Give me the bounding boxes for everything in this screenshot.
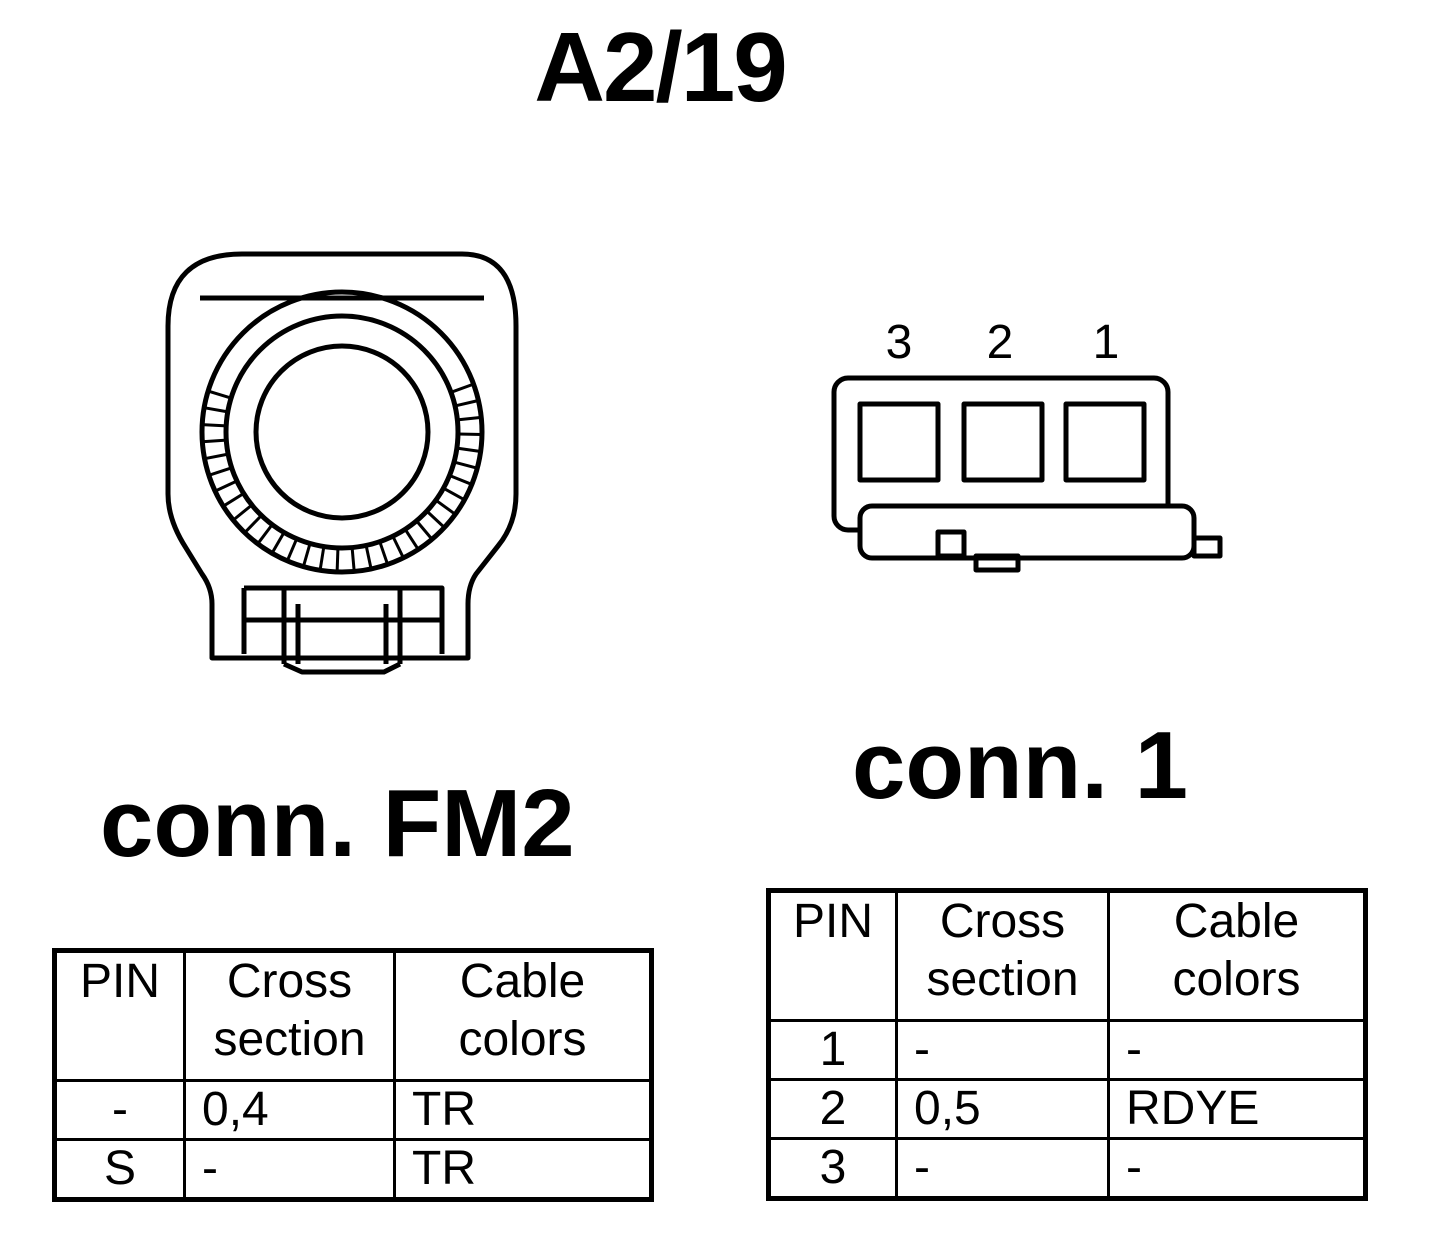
knurl-tick: [208, 466, 233, 477]
cell-pin: S: [53, 1138, 186, 1201]
knurl-tick: [232, 503, 253, 522]
cell-cross-section: -: [895, 1019, 1110, 1081]
pin-cavity-2: [961, 401, 1045, 483]
cell-pin: 2: [767, 1078, 898, 1140]
knurl-tick: [350, 547, 356, 572]
knurl-tick: [222, 492, 245, 508]
knurl-tick: [214, 479, 238, 493]
cell-cross-section: -: [183, 1138, 396, 1201]
knurl-tick: [415, 519, 434, 541]
table-row: - 0,4 TR: [53, 1079, 653, 1141]
conn1-pin-numbers: 3 2 1: [886, 316, 1120, 369]
cell-pin: 1: [767, 1019, 898, 1081]
knurl-tick: [270, 531, 286, 554]
knurl-tick: [453, 460, 478, 470]
knurl-tick: [256, 523, 274, 545]
cell-cable-color: TR: [393, 1079, 653, 1141]
knurl-tick: [202, 438, 227, 444]
knurl-tick: [457, 415, 482, 422]
knurl-tick: [285, 538, 299, 562]
conn-1-label: conn. 1: [852, 712, 1189, 819]
knurl-tick: [243, 514, 263, 534]
pin-number-3: 3: [886, 316, 913, 369]
cell-pin: 3: [767, 1137, 898, 1200]
knurl-tick: [378, 541, 389, 565]
cell-cable-color: -: [1107, 1137, 1367, 1200]
knurl-tick: [203, 406, 229, 414]
knurled-ring: [202, 382, 483, 572]
cell-cable-color: TR: [393, 1138, 653, 1201]
table-row: S - TR: [53, 1138, 653, 1201]
knurl-tick: [364, 545, 373, 570]
knurl-tick: [204, 452, 229, 461]
knurl-tick: [456, 446, 481, 453]
knurl-tick: [335, 547, 340, 572]
pin-cavity-1: [1063, 401, 1147, 483]
knurl-tick: [450, 382, 475, 394]
conn-fm2-label: conn. FM2: [100, 770, 575, 877]
knurl-tick: [318, 546, 326, 571]
knurl-tick: [454, 399, 479, 408]
table-row: 2 0,5 RDYE: [767, 1078, 1367, 1140]
conn1-connector-shape: [831, 375, 1223, 573]
pin-number-2: 2: [987, 316, 1014, 369]
pin-number-1: 1: [1093, 316, 1120, 369]
knurl-tick: [301, 543, 312, 567]
cell-cable-color: RDYE: [1107, 1078, 1367, 1140]
table-row: 1 - -: [767, 1019, 1367, 1081]
cell-pin: -: [53, 1079, 186, 1141]
header-pin: PIN: [53, 949, 186, 1082]
knurl-tick: [403, 528, 420, 551]
cell-cable-color: -: [1107, 1019, 1367, 1081]
cell-cross-section: 0,5: [895, 1078, 1110, 1140]
fm2-connector-shape: [165, 251, 519, 675]
knurl-tick: [391, 535, 405, 559]
cell-cross-section: -: [895, 1137, 1110, 1200]
knurl-tick: [434, 498, 457, 516]
knurl-tick: [425, 510, 446, 529]
knurl-tick: [207, 389, 232, 400]
pin-cavity-3: [857, 401, 941, 483]
header-pin: PIN: [767, 889, 898, 1022]
cell-cross-section: 0,4: [183, 1079, 396, 1141]
knurl-tick: [442, 486, 466, 502]
diagram-title: A2/19: [534, 12, 788, 122]
knurl-tick: [448, 474, 473, 486]
knurl-tick: [202, 423, 227, 428]
table-row: 3 - -: [767, 1137, 1367, 1200]
